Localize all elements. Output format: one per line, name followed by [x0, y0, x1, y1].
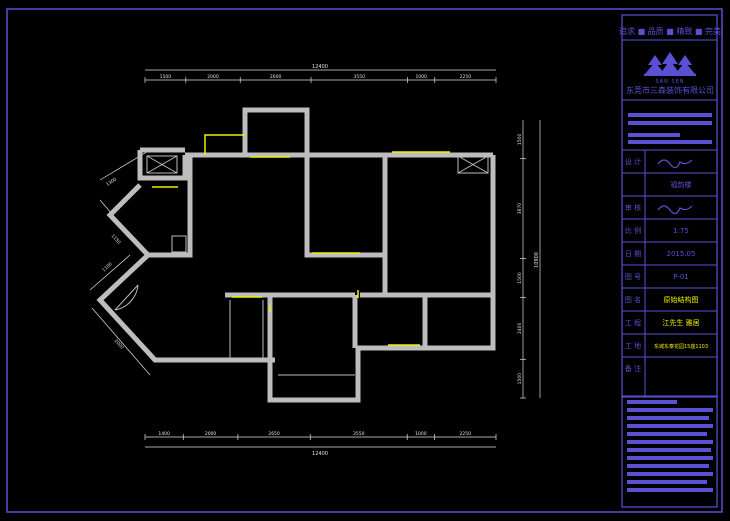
dimension-total-bottom: 12400 [312, 451, 328, 457]
dimension-value: 2250 [460, 74, 472, 80]
dimension-labels: 1500 2000 2600 3550 1000 2250 1400 2000 2650 3550… [101, 64, 540, 457]
title-block: 追求 ■ 品质 ■ 精致 ■ 完美 SAN·SEN 东莞市三森装饰有限公司 设 … [619, 14, 721, 508]
title-row-label: 日 期 [625, 250, 641, 258]
title-row-label: 比 例 [625, 226, 641, 235]
dimension-value-diagonal: 1150 [110, 233, 122, 246]
kitchen-appliance-left [146, 155, 178, 174]
dimension-value: 1000 [415, 74, 427, 80]
company-tagline: 追求 ■ 品质 ■ 精致 ■ 完美 [619, 26, 721, 36]
title-row-label: 图 名 [625, 295, 641, 304]
shaft [171, 235, 187, 253]
dimension-value: 3550 [354, 74, 366, 80]
title-row-value: 2015.05 [667, 250, 696, 258]
wall-top-balcony [242, 107, 310, 155]
kitchen-appliance-right [457, 155, 489, 174]
company-logo-text: SAN·SEN [655, 79, 684, 85]
title-row-label: 工 地 [625, 341, 641, 350]
title-row-value: 福韵楼 [671, 180, 692, 189]
title-row-value: 东城东泰花园15座1103 [654, 343, 708, 350]
title-row-label: 图 号 [625, 273, 641, 281]
company-notes-bars [628, 113, 712, 144]
wall-lower-west [267, 295, 425, 403]
title-row-value: 江先生 雅居 [662, 318, 699, 327]
title-row-label: 设 计 [625, 157, 641, 166]
wall-east [425, 155, 496, 351]
title-row-value: P-01 [673, 273, 689, 281]
signature-icon [657, 205, 693, 215]
interior-lines [114, 155, 489, 376]
dimension-ticks [144, 77, 526, 440]
windows [152, 134, 450, 346]
dimension-lines [89, 69, 541, 448]
dimension-value: 3870 [517, 203, 523, 215]
dimension-value: 1500 [517, 272, 523, 284]
dimension-value: 1500 [517, 373, 523, 385]
floor-plan [96, 107, 496, 403]
wall-west-diagonal [96, 183, 275, 363]
wall-west-upper [145, 155, 193, 258]
title-row-label: 审 核 [625, 203, 641, 212]
dimension-value: 1400 [158, 431, 170, 437]
dimension-value: 2000 [207, 74, 219, 80]
dimension-value: 2650 [268, 431, 280, 437]
dimension-value: 3550 [353, 431, 365, 437]
title-row-label: 备 注 [625, 364, 641, 373]
dimension-value: 2600 [270, 74, 282, 80]
title-row-label: 工 程 [625, 318, 641, 327]
dimension-value: 2250 [460, 431, 472, 437]
remarks-bars [627, 400, 713, 492]
dimension-value: 1000 [415, 431, 427, 437]
company-name: 东莞市三森装饰有限公司 [626, 85, 714, 95]
title-block-border [621, 14, 718, 508]
dimension-total-top: 12400 [312, 64, 328, 70]
door-swing [114, 284, 139, 311]
dimension-value-diagonal: 1100 [101, 261, 114, 273]
title-row-value: 原始结构图 [664, 295, 699, 304]
dimension-value: 2000 [205, 431, 217, 437]
outer-frame [6, 8, 723, 513]
dimension-total-right: 10900 [534, 252, 540, 268]
dimension-value-diagonal: 1300 [105, 177, 118, 188]
wall-kitchen [137, 150, 188, 181]
company-logo-icon [644, 52, 696, 76]
dimension-value: 1500 [517, 133, 523, 145]
wall-bedroom [304, 155, 385, 258]
title-row-value: 1:75 [673, 227, 689, 235]
dimension-value: 1500 [160, 74, 172, 80]
signature-icon [657, 159, 693, 169]
dimension-value: 2400 [517, 322, 523, 334]
